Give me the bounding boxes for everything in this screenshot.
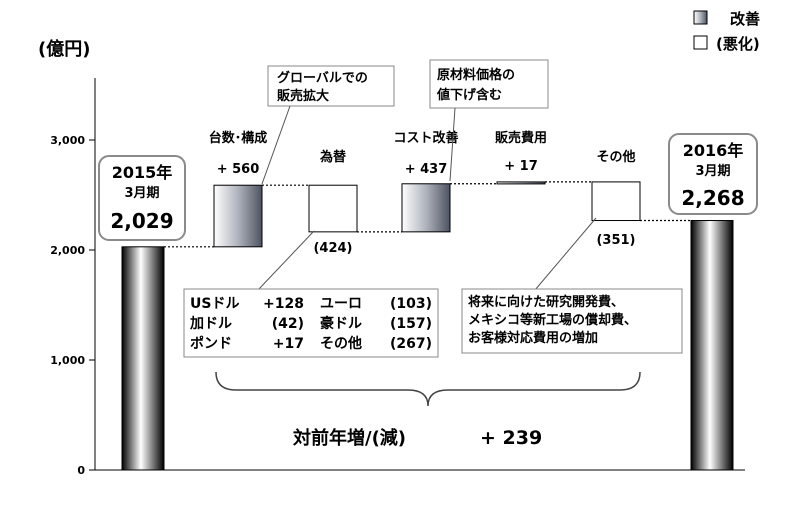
fx-table-cell: ユーロ xyxy=(320,296,362,312)
summary-brace xyxy=(215,371,641,407)
bar-cost-reduction xyxy=(401,183,451,233)
annotation-other-leader xyxy=(534,217,597,291)
legend: 改善 (悪化) xyxy=(693,10,760,53)
y-tick-group: 0 1,000 2,000 3,000 xyxy=(50,134,95,477)
end-value-callout: 2016年 3月期 2,268 xyxy=(668,133,758,215)
fx-table-cell: 豪ドル xyxy=(320,315,362,332)
legend-label-worsen: (悪化) xyxy=(716,35,760,53)
fx-table-cell: (42) xyxy=(272,316,304,332)
y-tick-label: 3,000 xyxy=(50,134,85,147)
fx-breakdown-table: USドル +128 ユーロ (103) 加ドル (42) 豪ドル (157) ポンド +17 その他… xyxy=(189,296,432,352)
annotation-sales-leader xyxy=(261,105,291,185)
bar-2015 xyxy=(121,246,165,471)
value-label-volume-mix: + 560 xyxy=(217,162,260,177)
annotation-raw-text: 原材料価格の値下げ含む xyxy=(436,67,515,103)
bar-fx xyxy=(308,184,358,233)
start-period: 3月期 xyxy=(124,186,159,201)
annotation-line: メキシコ等新工場の償却費、 xyxy=(468,312,637,328)
end-value: 2,268 xyxy=(681,186,744,210)
value-label-selling-expenses: + 17 xyxy=(504,159,538,174)
end-year: 2016年 xyxy=(683,141,744,160)
annotation-line: 販売拡大 xyxy=(277,88,329,104)
annotation-line: 原材料価格の xyxy=(437,67,515,83)
annotation-line: お客様対応費用の増加 xyxy=(468,330,598,346)
y-tick-label: 1,000 xyxy=(50,354,85,367)
start-value-callout: 2015年 3月期 2,029 xyxy=(98,155,186,241)
fx-table-cell: +17 xyxy=(273,336,304,352)
annotation-fx-leader xyxy=(257,230,315,291)
category-label-selling-expenses: 販売費用 xyxy=(495,130,547,146)
connector-group xyxy=(164,181,691,248)
category-label-cost-reduction: コスト改善 xyxy=(393,130,458,146)
annotation-sales-text: グローバルでの販売拡大 xyxy=(277,70,368,104)
bar-selling-expenses xyxy=(496,181,546,185)
annotation-other-costs: 将来に向けた研究開発費、メキシコ等新工場の償却費、お客様対応費用の増加 xyxy=(461,217,683,354)
fx-table-cell: ポンド xyxy=(190,335,232,352)
y-tick-label: 2,000 xyxy=(50,244,85,257)
category-label-volume-mix: 台数･構成 xyxy=(209,130,268,146)
total-change-value: + 239 xyxy=(480,427,542,449)
category-label-other: その他 xyxy=(596,149,635,165)
annotation-fx-breakdown: USドル +128 ユーロ (103) 加ドル (42) 豪ドル (157) ポンド +17 その他… xyxy=(183,230,439,358)
fx-table-cell: その他 xyxy=(320,335,362,352)
fx-table-cell: (103) xyxy=(390,296,432,312)
value-label-other: (351) xyxy=(596,233,635,248)
end-period: 3月期 xyxy=(695,164,730,179)
value-label-fx: (424) xyxy=(313,241,352,256)
start-value: 2,029 xyxy=(110,209,173,233)
legend-swatch-worsen xyxy=(693,35,708,50)
bar-2016 xyxy=(690,220,734,471)
fx-table-cell: (267) xyxy=(390,336,432,352)
value-label-cost-reduction: + 437 xyxy=(405,162,448,177)
fx-table-cell: +128 xyxy=(263,296,304,312)
annotation-line: 値下げ含む xyxy=(436,87,502,103)
annotation-sales-expansion: グローバルでの販売拡大 xyxy=(261,65,395,185)
total-change-label: 対前年増/(減) xyxy=(292,427,406,449)
start-year: 2015年 xyxy=(112,163,173,182)
annotation-raw-material: 原材料価格の値下げ含む xyxy=(429,59,549,182)
legend-label-improve: 改善 xyxy=(730,10,760,28)
annotation-raw-leader xyxy=(449,107,456,182)
y-tick-label: 0 xyxy=(77,464,85,477)
y-axis-unit: (億円) xyxy=(38,38,90,60)
annotation-line: 将来に向けた研究開発費、 xyxy=(468,294,624,310)
bar-volume-mix xyxy=(213,184,263,248)
annotation-line: グローバルでの xyxy=(277,70,368,86)
annotation-other-text: 将来に向けた研究開発費、メキシコ等新工場の償却費、お客様対応費用の増加 xyxy=(468,294,637,346)
legend-swatch-improve xyxy=(693,10,708,25)
fx-table-cell: (157) xyxy=(390,316,432,332)
fx-table-cell: 加ドル xyxy=(189,316,232,332)
category-label-fx: 為替 xyxy=(320,149,347,165)
fx-table-cell: USドル xyxy=(190,296,239,312)
bar-other xyxy=(591,181,641,222)
